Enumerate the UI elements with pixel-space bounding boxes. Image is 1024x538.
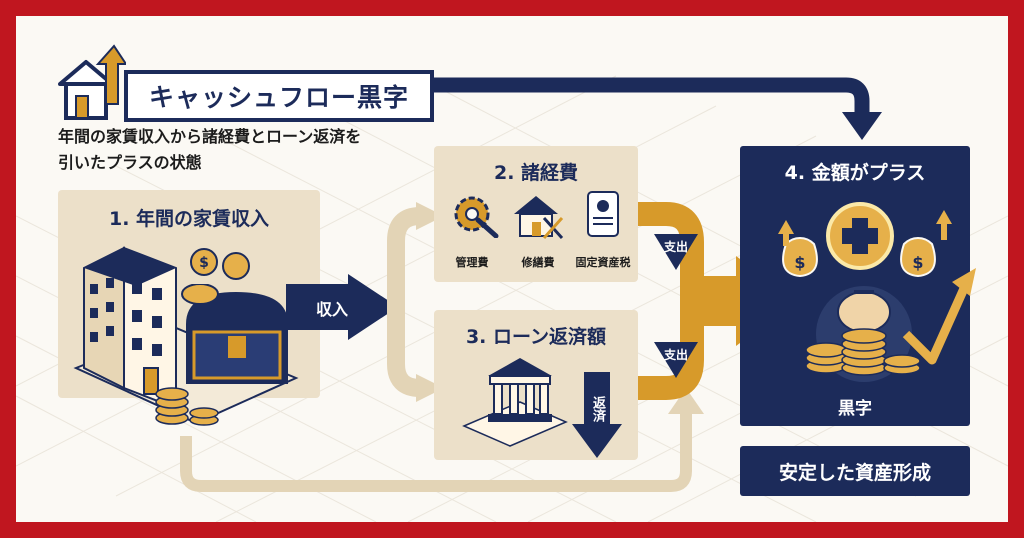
treasure-chest-icon [181,284,288,384]
plus-coin-icon [826,202,894,270]
svg-text:$: $ [794,253,805,272]
result-label: 黒字 [838,399,872,419]
bank-building-icon [462,358,568,447]
document-scroll-icon [587,191,619,237]
gear-wrench-icon [454,196,499,238]
expense-item-repair: 修繕費 [521,256,555,269]
footer-label: 安定した資産形成 [778,462,931,484]
subtitle-line-1: 年間の家賃収入から諸経費とローン返済を [58,127,362,146]
money-bag-icon: $ $ [782,236,936,278]
outflow-badge-2 [654,342,698,378]
house-tools-icon [514,196,564,240]
expense-item-management: 管理費 [455,256,489,269]
coin-stack-icon [155,387,219,426]
outflow-badge-1 [654,234,698,270]
svg-text:$: $ [199,255,209,271]
house-up-arrow-icon [58,44,126,120]
outflow-label-1: 支出 [663,240,688,254]
income-label: 収入 [316,300,349,319]
step3-title: 3. ローン返済額 [465,326,607,348]
outflow-label-2: 支出 [663,348,688,362]
step4-title: 4. 金額がプラス [784,162,926,184]
up-trend-arrow-icon [902,268,976,365]
page-title: キャッシュフロー黒字 [148,83,409,112]
svg-text:$: $ [912,253,923,272]
profit-illustration: $ $ [778,202,976,382]
branch-arrows [387,202,444,402]
title-box: キャッシュフロー黒字 [124,70,434,122]
coin-icon: $ [190,248,250,280]
subtitle-line-2: 引いたプラスの状態 [58,153,202,172]
expense-item-property-tax: 固定資産税 [575,256,631,269]
footer-box: 安定した資産形成 [740,446,970,496]
canvas: キャッシュフロー黒字 年間の家賃収入から諸経費とローン返済を 引いたプラスの状態… [16,16,1008,522]
repay-label: 返済 [590,396,605,422]
income-arrow [286,274,398,340]
step2-title: 2. 諸経費 [493,162,579,184]
title-to-result-arrow [434,77,882,140]
step1-title: 1. 年間の家賃収入 [108,208,270,230]
return-flow-arrow [180,388,704,492]
repay-arrow [572,372,622,458]
subtitle: 年間の家賃収入から諸経費とローン返済を 引いたプラスの状態 [58,124,438,176]
